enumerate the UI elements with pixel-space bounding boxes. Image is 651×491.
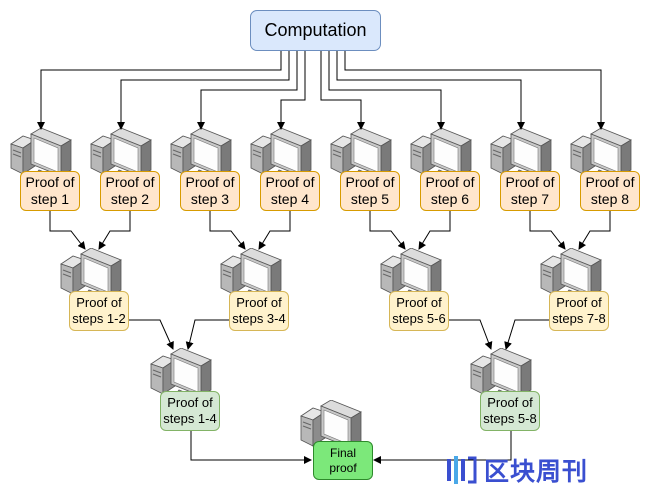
watermark: 区块周刊	[444, 452, 588, 488]
step-proof-box: Proof of step 2	[100, 171, 160, 211]
step-proof-label: Proof of step 8	[585, 173, 635, 208]
step-proof-box: Proof of step 5	[340, 171, 400, 211]
watermark-logo-icon	[447, 456, 477, 484]
step-proof-box: Proof of step 1	[20, 171, 80, 211]
connector-arrow	[449, 319, 493, 350]
connector-arrow	[277, 51, 306, 130]
step-proof-label: Proof of step 7	[505, 173, 555, 208]
half-proof-box: Proof of steps 5-8	[480, 391, 540, 431]
connector-arrow	[373, 431, 512, 464]
connector-arrow	[129, 319, 174, 350]
connector-arrow	[258, 211, 291, 250]
connector-arrow	[49, 211, 86, 250]
step-proof-box: Proof of step 6	[420, 171, 480, 211]
final-proof-label: Final proof	[329, 445, 357, 475]
connector-arrow	[197, 51, 298, 130]
step-proof-box: Proof of step 8	[580, 171, 640, 211]
connector-arrow	[578, 211, 611, 250]
half-proof-label: Proof of steps 5-8	[483, 394, 537, 426]
pair-proof-label: Proof of steps 3-4	[232, 294, 286, 326]
step-proof-label: Proof of step 4	[265, 173, 315, 208]
final-proof-box: Final proof	[313, 441, 373, 480]
connector-arrow	[336, 51, 525, 130]
pair-proof-label: Proof of steps 7-8	[552, 294, 606, 326]
computation-label: Computation	[264, 20, 367, 41]
connector-arrow	[190, 431, 312, 464]
connector-arrow	[37, 51, 282, 130]
step-proof-label: Proof of step 2	[105, 173, 155, 208]
connector-arrow	[418, 211, 451, 250]
step-proof-box: Proof of step 7	[500, 171, 560, 211]
step-proof-label: Proof of step 6	[425, 173, 475, 208]
connector-arrow	[344, 51, 605, 130]
step-proof-label: Proof of step 1	[25, 173, 75, 208]
pair-proof-box: Proof of steps 1-2	[69, 291, 129, 331]
step-proof-box: Proof of step 3	[180, 171, 240, 211]
half-proof-label: Proof of steps 1-4	[163, 394, 217, 426]
connector-arrow	[369, 211, 406, 250]
pair-proof-box: Proof of steps 3-4	[229, 291, 289, 331]
step-proof-box: Proof of step 4	[260, 171, 320, 211]
pair-proof-box: Proof of steps 5-6	[389, 291, 449, 331]
pair-proof-label: Proof of steps 1-2	[72, 294, 126, 326]
connector-arrow	[98, 211, 131, 250]
connector-arrow	[328, 51, 445, 130]
connector-arrow	[117, 51, 290, 130]
watermark-text: 区块周刊	[484, 457, 589, 486]
computation-box: Computation	[250, 10, 381, 51]
half-proof-box: Proof of steps 1-4	[160, 391, 220, 431]
connector-arrow	[209, 211, 246, 250]
connector-arrow	[504, 319, 549, 350]
step-proof-label: Proof of step 3	[185, 173, 235, 208]
connector-arrow	[185, 319, 229, 350]
connectors	[37, 51, 611, 464]
pair-proof-label: Proof of steps 5-6	[392, 294, 446, 326]
pair-proof-box: Proof of steps 7-8	[549, 291, 609, 331]
step-proof-label: Proof of step 5	[345, 173, 395, 208]
connector-arrow	[320, 51, 365, 130]
connector-arrow	[529, 211, 566, 250]
